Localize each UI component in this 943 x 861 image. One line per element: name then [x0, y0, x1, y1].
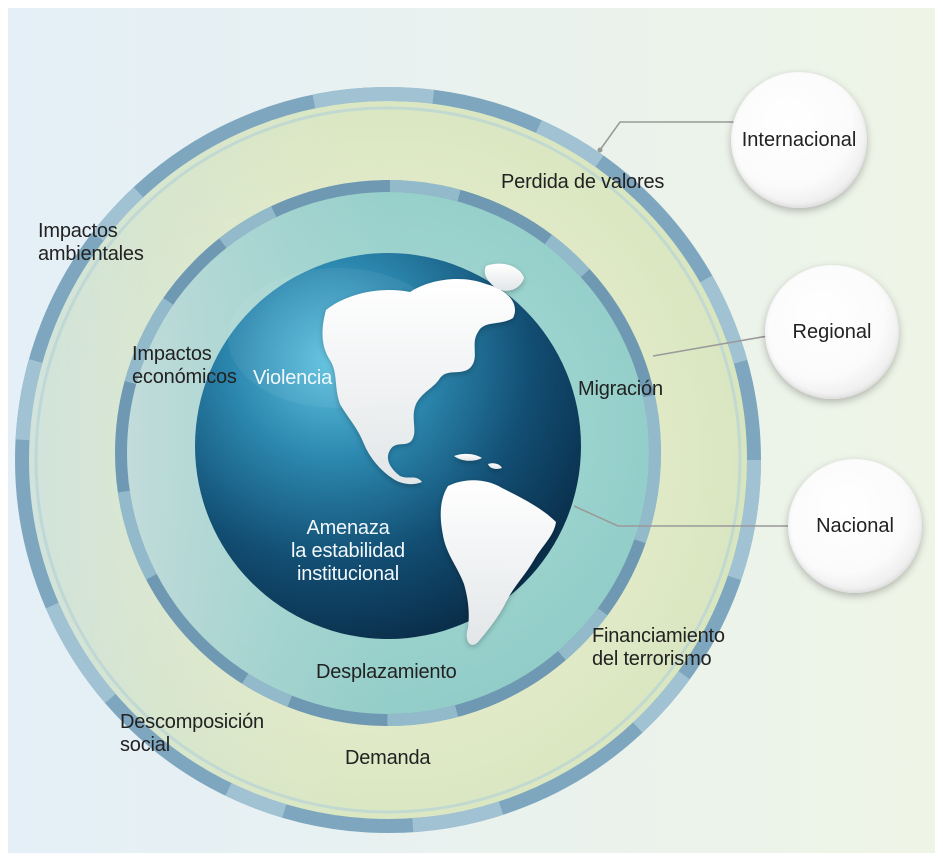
label-impactos-economicos: Impactos económicos — [132, 343, 237, 388]
label-desplazamiento: Desplazamiento — [316, 661, 457, 683]
level-regional: Regional — [765, 265, 899, 399]
level-international-label: Internacional — [741, 128, 857, 151]
middle-ring-segments — [115, 180, 661, 726]
connector-national — [573, 505, 788, 527]
label-descomposicion-social: Descomposición social — [120, 711, 264, 756]
outer-ring-inner-edge — [34, 106, 742, 814]
diagram-canvas: Internacional Regional Nacional Perdida … — [8, 8, 935, 853]
label-perdida-de-valores: Perdida de valores — [501, 171, 665, 193]
label-amenaza-estabilidad: Amenaza la estabilidad institucional — [291, 517, 405, 585]
level-national-label: Nacional — [816, 514, 894, 537]
label-demanda: Demanda — [345, 747, 431, 769]
globe-americas-icon — [322, 263, 556, 645]
connector-regional — [652, 335, 769, 357]
label-violencia: Violencia — [253, 367, 333, 389]
concentric-rings-diagram — [15, 87, 788, 833]
globe-highlight — [228, 268, 448, 408]
label-migracion: Migración — [578, 378, 663, 400]
connector-international — [599, 121, 738, 151]
connector-international-dot — [597, 147, 603, 153]
label-impactos-ambientales: Impactos ambientales — [38, 220, 144, 265]
level-international: Internacional — [731, 72, 867, 208]
level-regional-label: Regional — [792, 320, 872, 343]
outer-ring-segments — [15, 87, 761, 833]
level-national: Nacional — [788, 459, 922, 593]
label-financiamiento-del-terrorismo: Financiamiento del terrorismo — [592, 625, 725, 670]
